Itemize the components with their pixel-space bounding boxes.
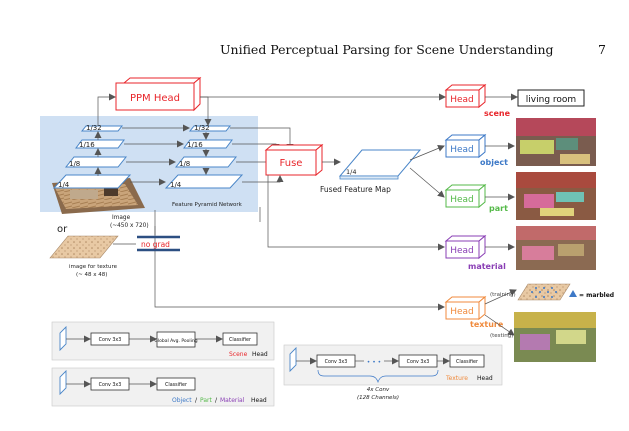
texture-testing-label: (testing) xyxy=(490,333,513,339)
fuse-label: Fuse xyxy=(280,158,303,169)
running-title: Unified Perceptual Parsing for Scene Und… xyxy=(220,42,554,57)
backbone-scale-1-32: 1/32 xyxy=(86,124,102,132)
material-result-image xyxy=(516,226,596,270)
texture-training-patch xyxy=(517,283,571,301)
legend-caption-object: Object xyxy=(172,397,192,404)
part-result-image xyxy=(516,172,596,220)
fpn-pyramid xyxy=(164,125,244,189)
material-task-label: material xyxy=(468,262,506,271)
object-task-label: object xyxy=(480,158,508,167)
legend-texture-note-1: 4x Conv xyxy=(367,387,390,393)
legend-scene-classifier: Classifier xyxy=(229,337,251,343)
fuse-box xyxy=(264,143,324,177)
legend-scene-gap: Global Avg. Pooling xyxy=(154,338,197,344)
fpn-scale-1-32: 1/32 xyxy=(194,124,210,132)
part-head-box xyxy=(444,183,487,209)
legend-texture-note-2: (128 Channels) xyxy=(357,395,399,401)
fpn-scale-1-16: 1/16 xyxy=(187,141,203,149)
object-head-label: Head xyxy=(450,145,474,155)
texture-task-label: texture xyxy=(470,320,504,329)
object-head-box xyxy=(444,133,487,159)
material-head-label: Head xyxy=(450,246,474,256)
legend-scene-caption-suffix: Head xyxy=(252,351,268,358)
scene-head-box xyxy=(444,83,487,109)
fused-map-label: Fused Feature Map xyxy=(320,185,391,194)
texture-head-label: Head xyxy=(450,307,474,317)
texture-head-box xyxy=(444,295,487,321)
fpn-scale-1-4: 1/4 xyxy=(170,181,182,189)
part-head-label: Head xyxy=(450,195,474,205)
legend-caption-suffix: Head xyxy=(251,397,267,404)
legend-texture-dots: • • • xyxy=(367,359,381,366)
object-result-image xyxy=(516,118,596,166)
backbone-pyramid xyxy=(52,125,132,189)
or-label: or xyxy=(57,224,68,235)
backbone-scale-1-16: 1/16 xyxy=(79,141,95,149)
backbone-scale-1-8: 1/8 xyxy=(69,160,80,168)
ppm-head-box xyxy=(115,76,202,112)
legend-texture-caption-suffix: Head xyxy=(477,375,493,382)
marbled-legend-label: = marbled xyxy=(579,292,614,299)
scene-output-label: living room xyxy=(526,95,576,105)
texture-image-label: image for texture xyxy=(69,264,118,270)
scene-task-label: scene xyxy=(484,109,511,118)
page-number: 7 xyxy=(598,42,606,57)
legend-caption-sep-1: / xyxy=(195,397,198,404)
legend-caption-sep-2: / xyxy=(215,397,218,404)
image-size-label: (~450 x 720) xyxy=(110,223,149,229)
legend-object-conv: Conv 3x3 xyxy=(99,382,122,388)
texture-image-size: (~ 48 x 48) xyxy=(76,272,107,278)
marbled-marker-icon xyxy=(569,290,577,297)
no-grad-label: no grad xyxy=(141,240,170,249)
texture-input-image xyxy=(49,235,119,259)
fused-to-heads xyxy=(154,145,445,311)
lateral-connections xyxy=(122,124,190,186)
legend-texture-head xyxy=(283,344,503,386)
image-label: Image xyxy=(112,215,131,221)
ppm-head-label: PPM Head xyxy=(130,93,180,104)
texture-training-label: (training) xyxy=(490,292,516,298)
scene-output-box xyxy=(517,89,585,107)
scene-head-label: Head xyxy=(450,95,474,105)
legend-texture-caption-word: Texture xyxy=(445,375,468,382)
legend-texture-conv-2: Conv 3x3 xyxy=(407,359,430,365)
fpn-scale-1-8: 1/8 xyxy=(179,160,190,168)
legend-object-head xyxy=(51,367,275,407)
legend-texture-classifier: Classifier xyxy=(456,359,478,365)
legend-scene-conv: Conv 3x3 xyxy=(99,337,122,343)
texture-result-image xyxy=(514,312,596,362)
legend-scene-caption-word: Scene xyxy=(229,351,248,358)
backbone-scale-1-4: 1/4 xyxy=(58,181,70,189)
fpn-label: Feature Pyramid Network xyxy=(172,202,243,208)
legend-scene-head xyxy=(51,321,275,361)
material-head-box xyxy=(444,234,487,260)
part-task-label: part xyxy=(489,204,508,213)
fused-map-scale: 1/4 xyxy=(346,168,356,176)
fused-feature-map xyxy=(338,149,422,180)
legend-object-classifier: Classifier xyxy=(165,382,187,388)
legend-caption-part: Part xyxy=(200,397,212,404)
legend-texture-conv-1: Conv 3x3 xyxy=(325,359,348,365)
legend-caption-material: Material xyxy=(220,397,245,404)
